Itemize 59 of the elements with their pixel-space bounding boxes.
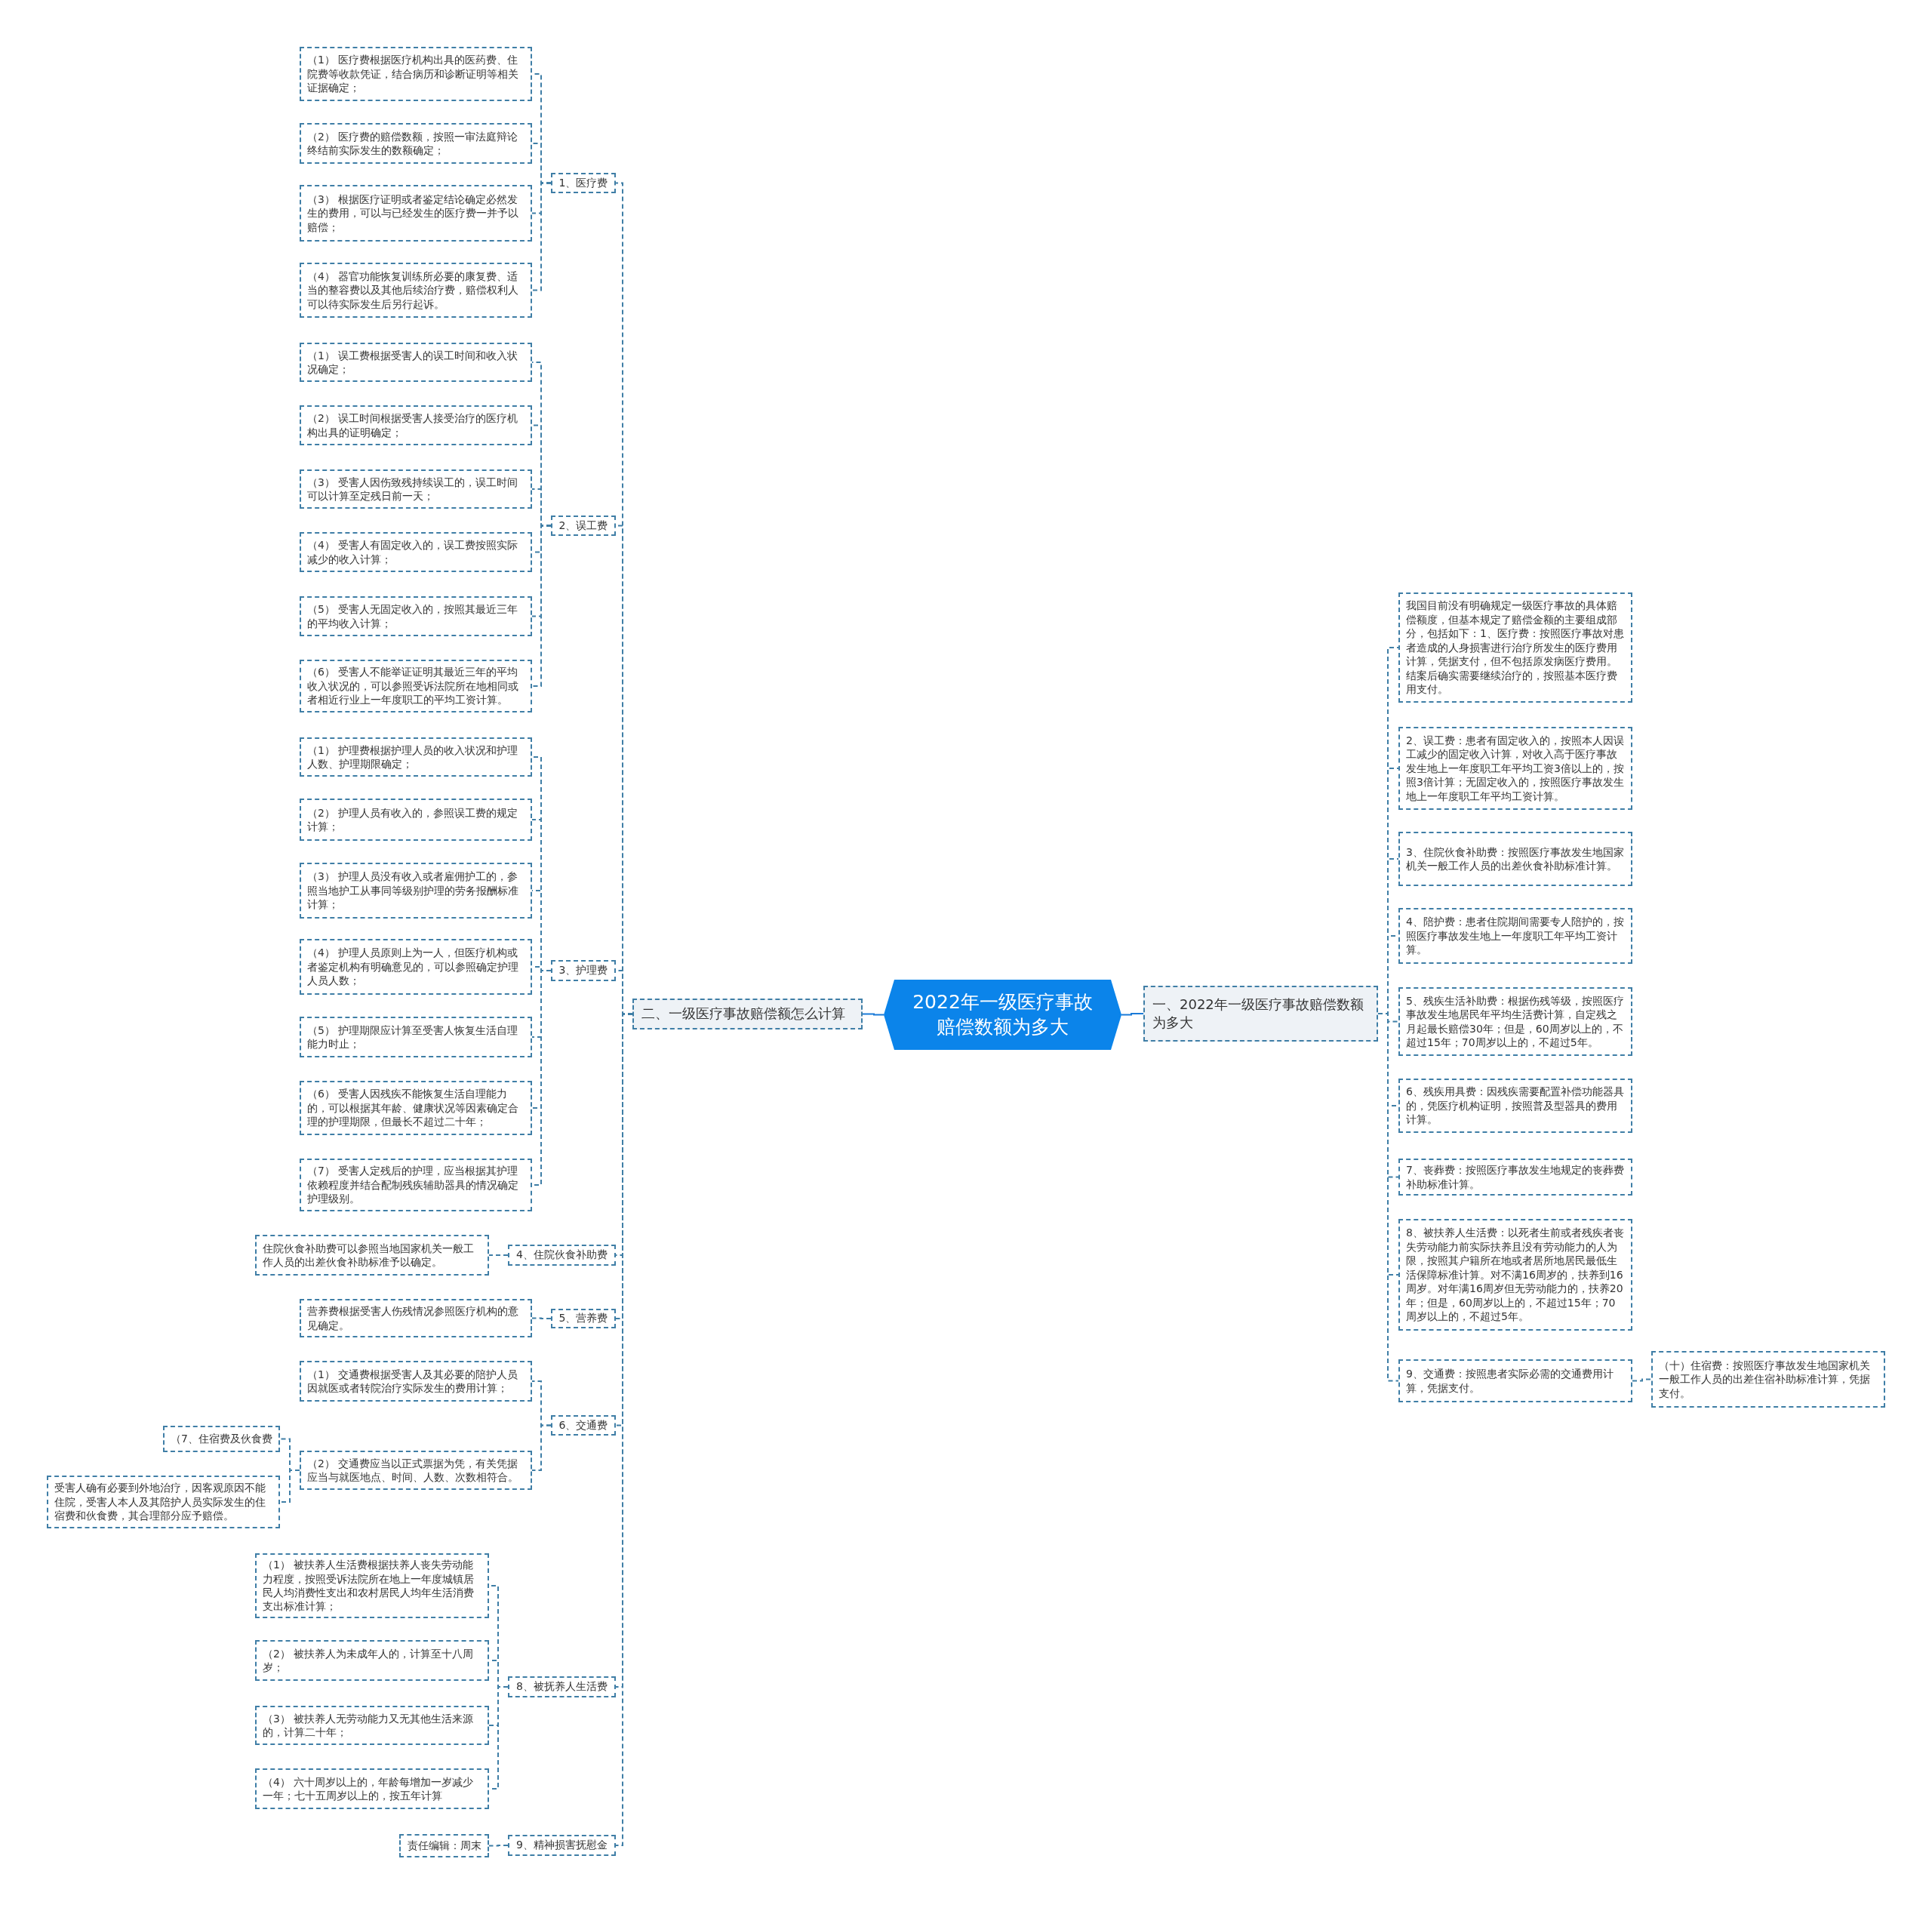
text-box: （十）住宿费：按照医疗事故发生地国家机关一般工作人员的出差住宿补助标准计算，凭据支付。 [1651, 1351, 1885, 1408]
category-box: 8、被抚养人生活费 [508, 1676, 616, 1697]
category-box: 1、医疗费 [551, 173, 616, 193]
text-box: （1） 医疗费根据医疗机构出具的医药费、住院费等收款凭证，结合病历和诊断证明等相关证据确定； [300, 47, 532, 101]
text-box: 3、住院伙食补助费：按照医疗事故发生地国家机关一般工作人员的出差伙食补助标准计算。 [1398, 832, 1632, 886]
text-box: （2） 被扶养人为未成年人的，计算至十八周岁； [255, 1640, 489, 1681]
text-box: （3） 受害人因伤致残持续误工的，误工时间可以计算至定残日前一天； [300, 469, 532, 509]
category-box: 5、营养费 [551, 1309, 616, 1328]
text-box: （5） 护理期限应计算至受害人恢复生活自理能力时止； [300, 1017, 532, 1057]
connector-line [279, 1470, 300, 1503]
category-box: 4、住院伙食补助费 [508, 1245, 616, 1266]
text-box: （5） 受害人无固定收入的，按照其最近三年的平均收入计算； [300, 596, 532, 636]
text-box: （1） 误工费根据受害人的误工时间和收入状况确定； [300, 343, 532, 382]
connector-line [531, 525, 552, 687]
text-box: （2） 医疗费的赔偿数额，按照一审法庭辩论终结前实际发生的数额确定； [300, 123, 532, 164]
category-box: 6、交通费 [551, 1415, 616, 1436]
category-box: 2、误工费 [551, 515, 616, 536]
text-box: （2） 交通费应当以正式票据为凭，有关凭据应当与就医地点、时间、人数、次数相符合。 [300, 1451, 532, 1490]
category-box: 3、护理费 [551, 960, 616, 981]
text-box: 2、误工费：患者有固定收入的，按照本人因误工减少的固定收入计算，对收入高于医疗事故发生地上一年度职工年平均工资3倍以上的，按照3倍计算；无固定收入的，按照医疗事故发生地上一年度职工年平均工资计算。 [1398, 727, 1632, 810]
text-box: 营养费根据受害人伤残情况参照医疗机构的意见确定。 [300, 1299, 532, 1337]
text-box: 8、被扶养人生活费：以死者生前或者残疾者丧失劳动能力前实际扶养且没有劳动能力的人为限，按照其户籍所在地或者居所地居民最低生活保障标准计算。对不满16周岁的，扶养到16周岁。对年满16周岁但无劳动能力的，扶养20年；但是，60周岁以上的，不超过15年；70周岁以上的，不超过5年。 [1398, 1219, 1632, 1331]
text-box: （1） 交通费根据受害人及其必要的陪护人员因就医或者转院治疗实际发生的费用计算； [300, 1361, 532, 1402]
text-box: 7、丧葬费：按照医疗事故发生地规定的丧葬费补助标准计算。 [1398, 1159, 1632, 1196]
connector-line [862, 1013, 884, 1016]
category-box: 责任编辑：周末 [399, 1834, 489, 1857]
text-box: （4） 六十周岁以上的，年龄每增加一岁减少一年；七十五周岁以上的，按五年计算 [255, 1768, 489, 1809]
connector-line [531, 1424, 552, 1471]
text-box: （4） 护理人员原则上为一人，但医疗机构或者鉴定机构有明确意见的，可以参照确定护理人员人数； [300, 939, 532, 995]
connector-line [1121, 1013, 1144, 1016]
text-box: 4、陪护费：患者住院期间需要专人陪护的，按照医疗事故发生地上一年度职工年平均工资计算。 [1398, 908, 1632, 964]
text-box: （1） 被扶养人生活费根据扶养人丧失劳动能力程度，按照受诉法院所在地上一年度城镇居民人均消费性支出和农村居民人均年生活消费支出标准计算； [255, 1553, 489, 1618]
text-box: 我国目前没有明确规定一级医疗事故的具体赔偿额度，但基本规定了赔偿金额的主要组成部分，包括如下：1、医疗费：按照医疗事故对患者造成的人身损害进行治疗所发生的医疗费用计算，凭据支付，但不包括原发病医疗费用。结案后确实需要继续治疗的，按照基本医疗费用支付。 [1398, 592, 1632, 703]
text-box: 住院伙食补助费可以参照当地国家机关一般工作人员的出差伙食补助标准予以确定。 [255, 1235, 489, 1276]
connector-line [488, 1254, 509, 1256]
category-box: 9、精神损害抚慰金 [508, 1835, 616, 1856]
branch-box: 一、2022年一级医疗事故赔偿数额为多大 [1143, 986, 1378, 1042]
category-box: （7、住宿费及伙食费 [163, 1426, 280, 1452]
text-box: （6） 受害人因残疾不能恢复生活自理能力的，可以根据其年龄、健康状况等因素确定合理的护理期限，但最长不超过二十年； [300, 1081, 532, 1135]
text-box: 6、残疾用具费：因残疾需要配置补偿功能器具的，凭医疗机构证明，按照普及型器具的费用计算。 [1398, 1079, 1632, 1133]
text-box: 受害人确有必要到外地治疗，因客观原因不能住院，受害人本人及其陪护人员实际发生的住宿费和伙食费，其合理部分应予赔偿。 [47, 1476, 280, 1528]
text-box: （7） 受害人定残后的护理，应当根据其护理依赖程度并结合配制残疾辅助器具的情况确定护理级别。 [300, 1159, 532, 1211]
text-box: （2） 误工时间根据受害人接受治疗的医疗机构出具的证明确定； [300, 405, 532, 445]
branch-box: 二、一级医疗事故赔偿额怎么计算 [632, 999, 863, 1029]
text-box: （2） 护理人员有收入的，参照误工费的规定计算； [300, 799, 532, 841]
text-box: 9、交通费：按照患者实际必需的交通费用计算，凭据支付。 [1398, 1359, 1632, 1402]
connector-line [531, 182, 552, 291]
connector-line [1632, 1378, 1652, 1382]
connector-line [531, 1317, 552, 1319]
text-box: 5、残疾生活补助费：根据伤残等级，按照医疗事故发生地居民年平均生活费计算，自定残之月起最长赔偿30年；但是，60周岁以上的，不超过15年；70周岁以上的，不超过5年。 [1398, 987, 1632, 1056]
connector-line [488, 1845, 509, 1847]
text-box: （4） 受害人有固定收入的，误工费按照实际减少的收入计算； [300, 532, 532, 572]
text-box: （1） 护理费根据护理人员的收入状况和护理人数、护理期限确定； [300, 737, 532, 777]
text-box: （3） 根据医疗证明或者鉴定结论确定必然发生的费用，可以与已经发生的医疗费一并予以赔偿； [300, 185, 532, 242]
text-box: （6） 受害人不能举证证明其最近三年的平均收入状况的，可以参照受诉法院所在地相同或者相近行业上一年度职工的平均工资计算。 [300, 660, 532, 712]
central-topic: 2022年一级医疗事故赔偿数额为多大 [884, 980, 1121, 1050]
text-box: （3） 护理人员没有收入或者雇佣护工的，参照当地护工从事同等级别护理的劳务报酬标准计算； [300, 863, 532, 919]
text-box: （4） 器官功能恢复训练所必要的康复费、适当的整容费以及其他后续治疗费，赔偿权利人可以待实际发生后另行起诉。 [300, 263, 532, 318]
text-box: （3） 被扶养人无劳动能力又无其他生活来源的，计算二十年； [255, 1706, 489, 1745]
